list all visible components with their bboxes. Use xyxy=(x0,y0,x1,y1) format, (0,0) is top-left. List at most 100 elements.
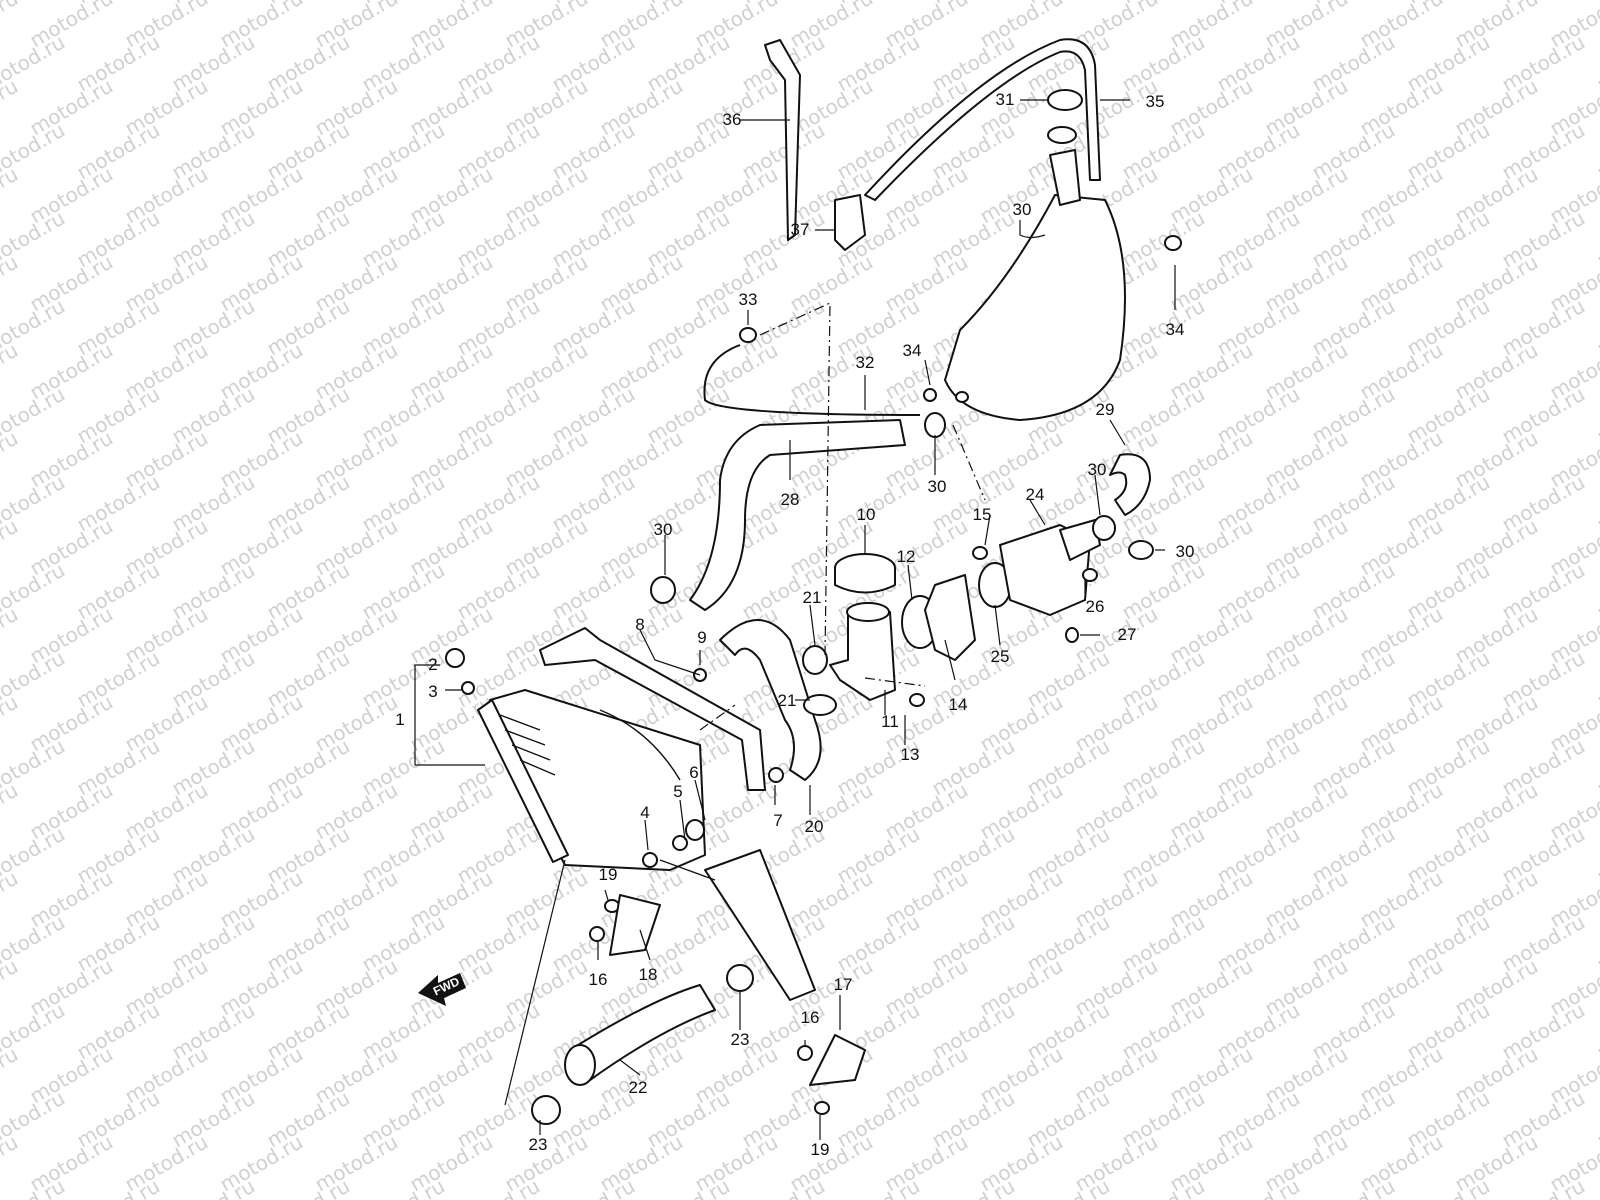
dash-lead xyxy=(759,302,831,656)
watermark-text: motod.ru xyxy=(1593,998,1600,1065)
callout-38: 37 xyxy=(791,220,810,239)
watermark-text: motod.ru xyxy=(1593,1086,1600,1153)
watermark-text: motod.ru xyxy=(1023,1174,1114,1200)
callout-25: 25 xyxy=(991,647,1010,666)
watermark-text: motod.ru xyxy=(0,602,22,669)
callout-31: 30 xyxy=(1013,200,1032,219)
watermark-text: motod.ru xyxy=(1593,1174,1600,1200)
overflow-hose xyxy=(864,38,1101,201)
callout-6: 6 xyxy=(689,763,698,782)
callout-22: 22 xyxy=(629,1078,648,1097)
callout-33: 32 xyxy=(856,353,875,372)
watermark-text: motod.ru xyxy=(0,1130,22,1197)
watermark-text: motod.ru xyxy=(1498,1174,1589,1200)
watermark-text: motod.ru xyxy=(1593,294,1600,361)
hose-29 xyxy=(1109,453,1151,516)
hose-lower xyxy=(569,984,716,1081)
watermark-text: motod.ru xyxy=(1308,1174,1399,1200)
callout-13: 13 xyxy=(901,745,920,764)
callout-30: 30 xyxy=(928,477,947,496)
watermark-text: motod.ru xyxy=(0,250,22,317)
callout-34: 33 xyxy=(739,290,758,309)
callout-30: 30 xyxy=(1088,460,1107,479)
thermostat-housing xyxy=(924,574,976,661)
callout-3: 3 xyxy=(428,682,437,701)
callout-21: 21 xyxy=(803,588,822,607)
callout-9: 9 xyxy=(697,628,706,647)
dash-lead xyxy=(699,704,736,731)
watermark-text: motod.ru xyxy=(1593,558,1600,625)
callout-20: 20 xyxy=(805,817,824,836)
callout-19: 19 xyxy=(599,865,618,884)
watermark-text: motod.ru xyxy=(738,1174,829,1200)
callout-2: 2 xyxy=(428,655,437,674)
watermark-text: motod.ru xyxy=(1593,822,1600,889)
reservoir-cap xyxy=(1047,89,1083,111)
radiator xyxy=(477,689,706,871)
watermark-text: motod.ru xyxy=(1213,1174,1304,1200)
watermark-text: motod.ru xyxy=(1403,1174,1494,1200)
callout-30: 30 xyxy=(654,520,673,539)
watermark-text: motod.ru xyxy=(0,778,22,845)
hose-33 xyxy=(703,344,921,416)
reservoir-tank xyxy=(944,194,1126,421)
callout-16: 16 xyxy=(801,1008,820,1027)
callout-14: 14 xyxy=(949,695,968,714)
cable-tie xyxy=(764,39,801,241)
watermark-text: motod.ru xyxy=(0,338,22,405)
callout-23: 23 xyxy=(529,1135,548,1154)
hardware xyxy=(445,235,1182,1125)
hose-joint xyxy=(834,194,866,251)
watermark-text: motod.ru xyxy=(1593,30,1600,97)
watermark-text: motod.ru xyxy=(0,1042,22,1109)
callout-30: 30 xyxy=(1176,542,1195,561)
watermark-text: motod.ru xyxy=(263,1174,354,1200)
dash-lead xyxy=(952,424,986,501)
watermark-text: motod.ru xyxy=(358,1174,449,1200)
callout-36: 35 xyxy=(1146,92,1165,111)
watermark-text: motod.ru xyxy=(1118,1174,1209,1200)
callout-26: 26 xyxy=(1086,597,1105,616)
callout-8: 8 xyxy=(635,615,644,634)
callout-18: 18 xyxy=(639,965,658,984)
watermark-text: motod.ru xyxy=(168,1174,259,1200)
callout-27: 27 xyxy=(1118,625,1137,644)
watermark-text: motod.ru xyxy=(0,690,22,757)
watermark-text: motod.ru xyxy=(548,1174,639,1200)
watermark-text: motod.ru xyxy=(833,1174,924,1200)
callout-19: 19 xyxy=(811,1140,830,1159)
callout-4: 4 xyxy=(640,803,649,822)
watermark-text: motod.ru xyxy=(0,426,22,493)
callout-12: 12 xyxy=(897,547,916,566)
watermark-text: motod.ru xyxy=(1593,382,1600,449)
callout-34: 34 xyxy=(903,341,922,360)
callout-17: 17 xyxy=(834,975,853,994)
watermark-text: motod.ru xyxy=(1593,118,1600,185)
radiator-cap xyxy=(834,553,896,594)
watermark-text: motod.ru xyxy=(0,514,22,581)
watermark-text: motod.ru xyxy=(928,1174,1019,1200)
hose-28 xyxy=(689,419,906,611)
callout-28: 28 xyxy=(781,490,800,509)
watermark-text: motod.ru xyxy=(73,1174,164,1200)
callout-5: 5 xyxy=(673,782,682,801)
callout-7: 7 xyxy=(773,811,782,830)
callout-29: 29 xyxy=(1096,400,1115,419)
callout-35: 34 xyxy=(1166,320,1185,339)
watermark-text: motod.ru xyxy=(0,0,22,52)
callout-37: 36 xyxy=(723,110,742,129)
watermark-text: motod.ru xyxy=(643,1174,734,1200)
watermark-text: motod.ru xyxy=(1593,646,1600,713)
watermark-text: motod.ru xyxy=(0,866,22,933)
callout-21: 21 xyxy=(778,691,797,710)
watermark-text: motod.ru xyxy=(1593,734,1600,801)
leader-lines xyxy=(414,99,1176,1140)
hose-20 xyxy=(719,619,822,781)
callout-23: 23 xyxy=(731,1030,750,1049)
pipe-elbow xyxy=(829,611,896,701)
watermark-text: motod.ru xyxy=(0,74,22,141)
callout-10: 10 xyxy=(857,505,876,524)
radiator-shroud xyxy=(704,849,816,1001)
callout-11: 11 xyxy=(881,712,899,731)
